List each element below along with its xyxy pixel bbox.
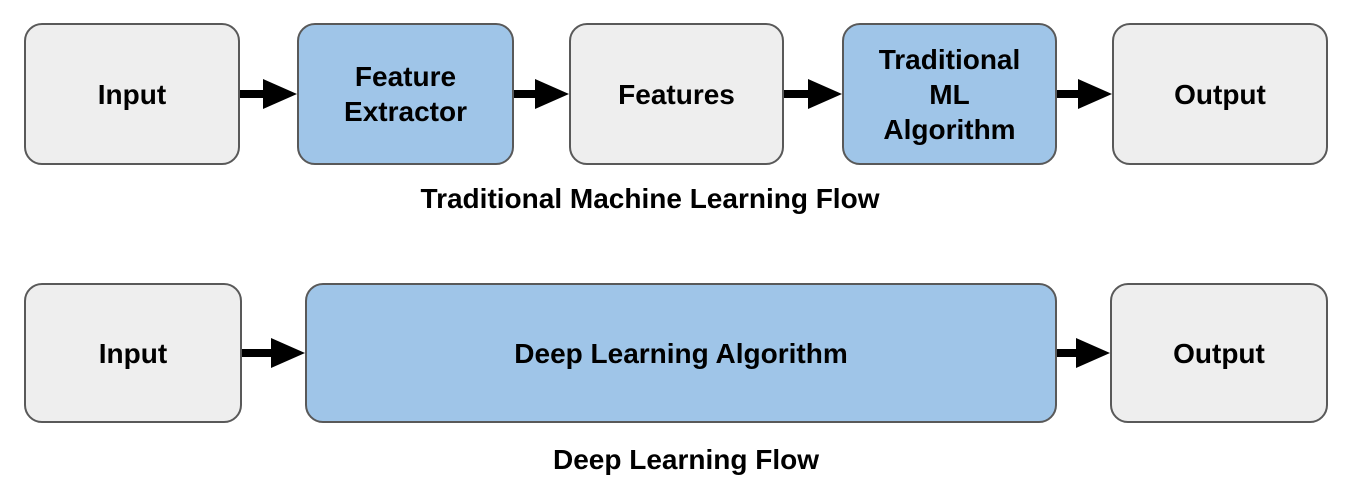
arrow-right-icon — [1057, 338, 1110, 368]
node-label: Feature Extractor — [344, 61, 467, 127]
arrow-shaft — [240, 90, 269, 98]
node-traditional-ml-algorithm: Traditional ML Algorithm — [842, 23, 1057, 165]
node-deep-learning-algorithm: Deep Learning Algorithm — [305, 283, 1057, 423]
node-input-deep: Input — [24, 283, 242, 423]
arrow-shaft — [1057, 90, 1084, 98]
node-label: Features — [618, 78, 735, 110]
node-feature-extractor: Feature Extractor — [297, 23, 514, 165]
node-input-traditional: Input — [24, 23, 240, 165]
arrow-right-icon — [514, 79, 569, 109]
arrow-right-icon — [242, 338, 305, 368]
node-output-traditional: Output — [1112, 23, 1328, 165]
arrow-head — [271, 338, 305, 368]
node-label: Input — [97, 78, 167, 110]
node-output-deep: Output — [1110, 283, 1328, 423]
node-label: Output — [1173, 337, 1265, 369]
node-label: Deep Learning Algorithm — [514, 337, 848, 369]
arrow-right-icon — [784, 79, 842, 109]
flow-caption-deep-learning: Deep Learning Flow — [552, 444, 820, 475]
node-features: Features — [569, 23, 784, 165]
arrow-head — [808, 79, 842, 109]
arrow-head — [1078, 79, 1112, 109]
node-label: Traditional ML Algorithm — [878, 43, 1021, 145]
arrow-head — [535, 79, 569, 109]
node-label: Input — [98, 337, 168, 369]
arrow-head — [263, 79, 297, 109]
arrow-shaft — [784, 90, 814, 98]
arrow-right-icon — [1057, 79, 1112, 109]
arrow-shaft — [1057, 349, 1082, 357]
node-label: Output — [1174, 78, 1266, 110]
arrow-shaft — [242, 349, 277, 357]
flow-caption-traditional-ml: Traditional Machine Learning Flow — [420, 183, 880, 214]
arrow-shaft — [514, 90, 541, 98]
arrow-right-icon — [240, 79, 297, 109]
arrow-head — [1076, 338, 1110, 368]
